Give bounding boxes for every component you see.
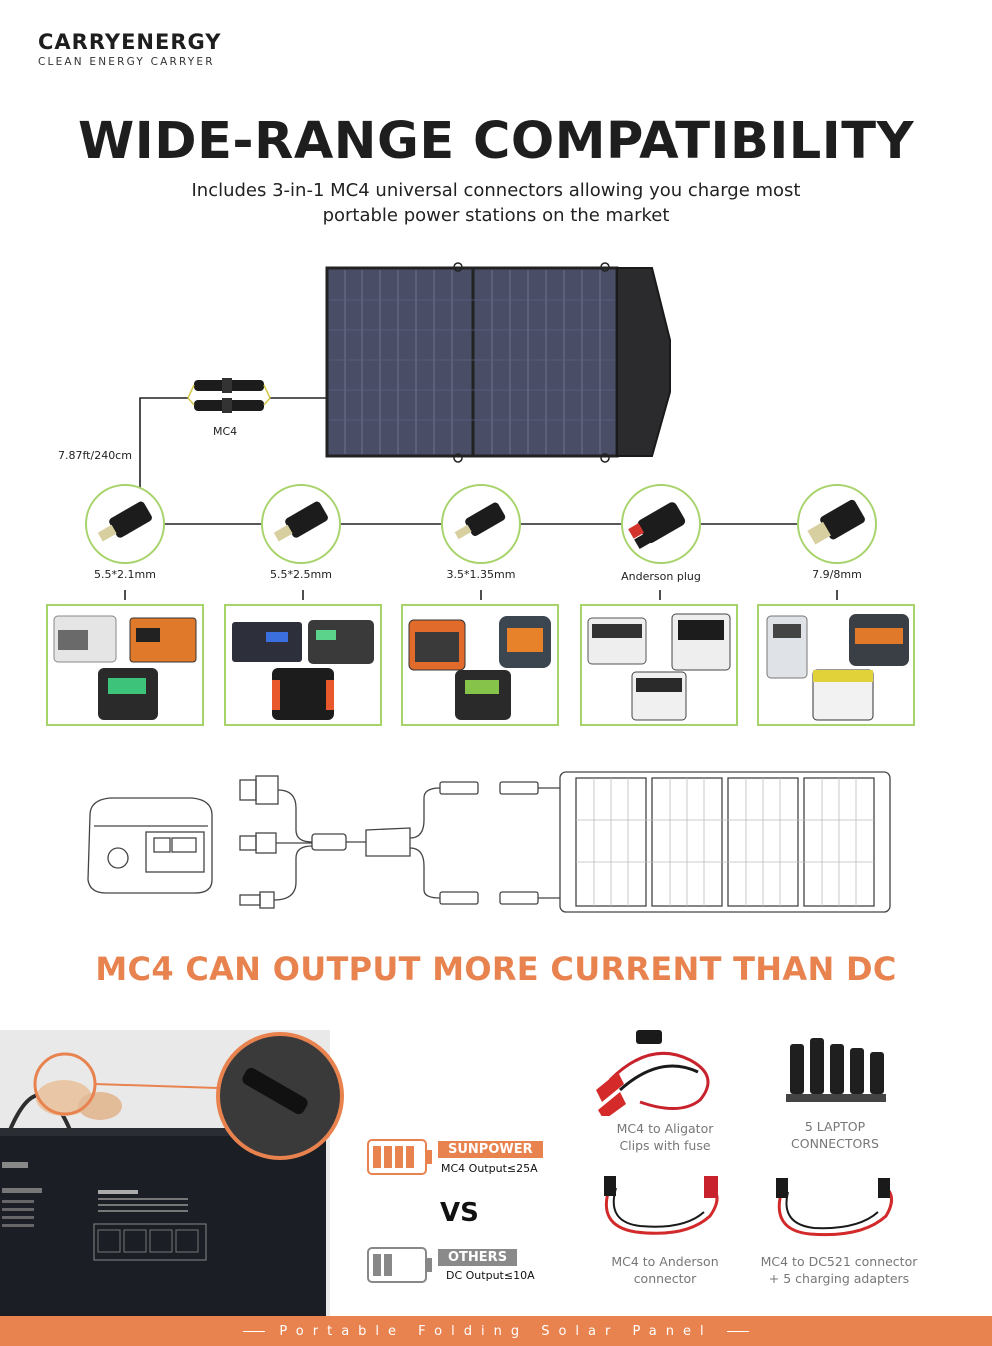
- connector-label-2: 5.5*2.5mm: [270, 568, 332, 581]
- connector-35135: [441, 484, 521, 564]
- connector-label-5: 7.9/8mm: [812, 568, 862, 581]
- page-subtitle: Includes 3-in-1 MC4 universal connectors…: [146, 178, 846, 228]
- footer-divider-right: [726, 1330, 749, 1332]
- brand-logo: CARRYENERGY CLEAN ENERGY CARRYER: [38, 30, 221, 68]
- battery-full-icon: [367, 1139, 432, 1175]
- power-station-image: [587, 613, 731, 721]
- connector-anderson: [621, 484, 701, 564]
- connector-label-1: 5.5*2.1mm: [94, 568, 156, 581]
- sunpower-spec: MC4 Output≤25A: [441, 1162, 538, 1175]
- folded-solar-panel-image: [325, 262, 671, 463]
- accessory-alligator-label: MC4 to Aligator Clips with fuse: [616, 1121, 714, 1153]
- footer-text: Portable Folding Solar Panel: [279, 1323, 713, 1339]
- cable-lines: [124, 397, 838, 600]
- power-station-image: [408, 616, 551, 720]
- battery-low-icon: [367, 1247, 432, 1283]
- page-title: WIDE-RANGE COMPATIBILITY: [78, 112, 914, 171]
- connector-diagram: [85, 262, 877, 600]
- accessory-anderson-label: MC4 to Anderson connector: [611, 1254, 719, 1286]
- brand-tagline: CLEAN ENERGY CARRYER: [38, 56, 215, 68]
- power-station-image: [53, 615, 197, 720]
- footer-divider-left: [243, 1330, 266, 1332]
- power-station-group-5: [757, 604, 915, 726]
- subtitle-line-2: portable power stations on the market: [322, 205, 670, 226]
- power-station-group-1: [46, 604, 204, 726]
- vs-label: VS: [440, 1198, 479, 1228]
- section-title-mc4: MC4 CAN OUTPUT MORE CURRENT THAN DC: [95, 950, 897, 988]
- power-station-group-2: [224, 604, 382, 726]
- brand-name: CARRYENERGY: [38, 30, 222, 54]
- connector-label-4: Anderson plug: [621, 570, 701, 583]
- solar-bag-photo: [0, 1030, 344, 1316]
- subtitle-line-1: Includes 3-in-1 MC4 universal connectors…: [191, 180, 801, 201]
- power-station-group-4: [580, 604, 738, 726]
- accessory-laptop-label: 5 LAPTOP CONNECTORS: [791, 1119, 879, 1151]
- mc4-connector-icon: [187, 378, 271, 413]
- connector-798: [797, 484, 877, 564]
- mc4-anderson-cable-icon: [604, 1176, 719, 1235]
- mc4-label: MC4: [213, 425, 238, 438]
- others-spec: DC Output≤10A: [446, 1269, 535, 1282]
- alligator-clips-icon: [596, 1030, 710, 1116]
- cable-length-label: 7.87ft/240cm: [58, 449, 132, 462]
- power-station-image: [232, 620, 374, 720]
- footer-bar: Portable Folding Solar Panel: [0, 1316, 992, 1346]
- mc4-dc521-cable-icon: [776, 1178, 893, 1237]
- power-station-image: [766, 614, 909, 721]
- laptop-connectors-icon: [786, 1038, 886, 1102]
- wiring-line-drawing: [87, 771, 891, 913]
- sunpower-badge: SUNPOWER: [438, 1141, 543, 1158]
- power-station-group-3: [401, 604, 559, 726]
- connector-label-3: 3.5*1.35mm: [446, 568, 516, 581]
- connector-5525: [261, 484, 341, 564]
- connector-5521: [85, 484, 165, 564]
- others-badge: OTHERS: [438, 1249, 518, 1266]
- accessory-dc521-label: MC4 to DC521 connector + 5 charging adap…: [760, 1254, 918, 1286]
